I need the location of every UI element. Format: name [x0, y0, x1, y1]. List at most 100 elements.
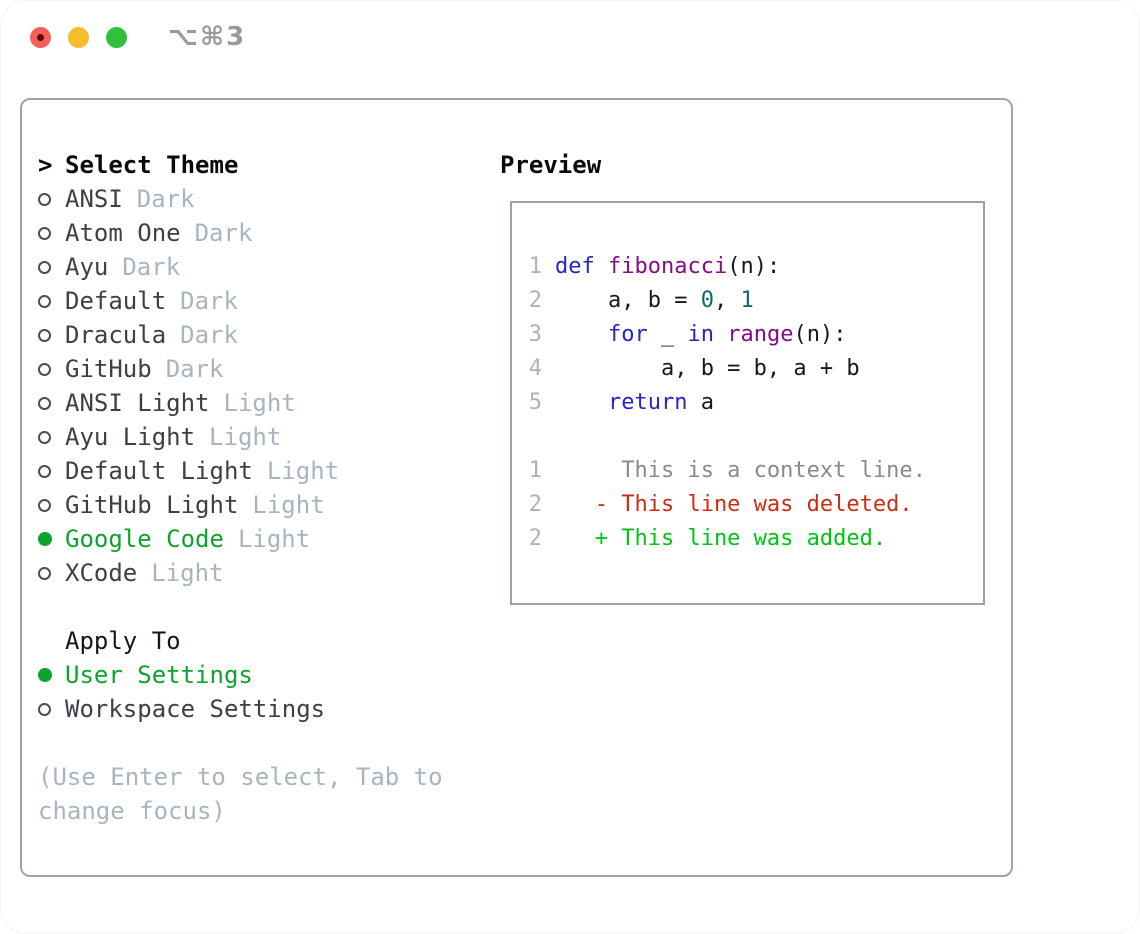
line-number: 4 [528, 356, 542, 381]
line-content: def fibonacci(n): [555, 254, 781, 279]
theme-item-label: Default Light [65, 457, 253, 485]
radio-icon [38, 192, 65, 206]
theme-item[interactable]: Default Dark [38, 284, 488, 318]
radio-icon [38, 328, 65, 342]
radio-icon [38, 294, 65, 308]
radio-icon [38, 464, 65, 478]
theme-item-variant: Light [266, 457, 340, 485]
theme-list-title: Select Theme [65, 151, 239, 179]
apply-to-item[interactable]: User Settings [38, 658, 488, 692]
keyboard-hint-line: change focus) [38, 797, 226, 825]
zoom-button[interactable] [106, 27, 127, 48]
line-content: + This line was added. [555, 526, 887, 551]
radio-icon [38, 702, 65, 716]
line-number: 1 [528, 458, 542, 483]
theme-item[interactable]: GitHub Dark [38, 352, 488, 386]
line-content: a, b = b, a + b [555, 356, 860, 381]
apply-to-item-label: Workspace Settings [65, 695, 326, 723]
code-line: 2 a, b = 0, 1 [528, 284, 983, 318]
line-number: 2 [528, 288, 542, 313]
preview-title: Preview [500, 151, 602, 179]
theme-item-label: ANSI Light [65, 389, 210, 417]
theme-item-label: XCode [65, 559, 138, 587]
radio-icon [38, 396, 65, 410]
apply-to-item[interactable]: Workspace Settings [38, 692, 488, 726]
apply-to-header-row: Apply To [38, 624, 488, 658]
theme-item-label: Default [65, 287, 167, 315]
code-line: 3 for _ in range(n): [528, 318, 983, 352]
radio-selected-icon [38, 668, 65, 682]
diff-preview: 1 This is a context line.2 - This line w… [528, 454, 983, 556]
theme-item-variant: Light [237, 525, 311, 553]
theme-item-label: Google Code [65, 525, 224, 553]
theme-item[interactable]: Dracula Dark [38, 318, 488, 352]
theme-item-variant: Light [252, 491, 325, 519]
line-content: This is a context line. [555, 458, 926, 483]
theme-item-variant: Light [223, 389, 296, 417]
radio-icon [38, 566, 65, 580]
theme-item-label: Dracula [65, 321, 167, 349]
line-content: - This line was deleted. [555, 492, 913, 517]
theme-item[interactable]: ANSI Light Light [38, 386, 488, 420]
theme-item-variant: Dark [165, 355, 224, 383]
theme-item[interactable]: Ayu Dark [38, 250, 488, 284]
theme-item[interactable]: XCode Light [38, 556, 488, 590]
theme-item-variant: Dark [194, 219, 253, 247]
theme-item-variant: Dark [180, 287, 238, 315]
line-content: a, b = 0, 1 [555, 288, 754, 313]
theme-item[interactable]: Google Code Light [38, 522, 488, 556]
keyboard-hint: (Use Enter to select, Tab to change focus… [38, 760, 488, 828]
theme-item[interactable]: Atom One Dark [38, 216, 488, 250]
theme-item-label: GitHub Light [65, 491, 239, 519]
cursor-marker: > [38, 151, 53, 179]
theme-item-variant: Light [209, 423, 282, 451]
window-title: ⌥⌘3 [168, 22, 247, 52]
code-line: 1 def fibonacci(n): [528, 250, 983, 284]
theme-item-label: Atom One [65, 219, 181, 247]
line-number: 1 [528, 254, 542, 279]
diff-line: 2 + This line was added. [528, 522, 983, 556]
line-content: return a [607, 390, 714, 415]
code-line: 4 a, b = b, a + b [528, 352, 983, 386]
radio-icon [38, 226, 65, 240]
diff-line: 2 - This line was deleted. [528, 488, 983, 522]
radio-selected-icon [38, 532, 65, 546]
theme-item-label: GitHub [65, 355, 152, 383]
theme-item[interactable]: Default Light Light [38, 454, 488, 488]
radio-icon [38, 430, 65, 444]
theme-item-variant: Light [151, 559, 224, 587]
diff-line: 1 This is a context line. [528, 454, 983, 488]
theme-item-label: Ayu Light [65, 423, 196, 451]
theme-item-variant: Dark [122, 253, 181, 281]
theme-item[interactable]: GitHub Light Light [38, 488, 488, 522]
line-number: 2 [528, 526, 542, 551]
radio-icon [38, 260, 65, 274]
theme-list-header: > Select Theme [38, 148, 488, 182]
apply-to-item-label: User Settings [65, 661, 253, 689]
line-content: for _ in range(n): [607, 322, 847, 347]
radio-icon [38, 362, 65, 376]
line-number: 5 [528, 390, 542, 415]
radio-icon [38, 498, 65, 512]
apply-to-title: Apply To [65, 627, 181, 655]
line-number: 3 [528, 322, 542, 347]
theme-item-label: Ayu [65, 253, 109, 281]
minimize-button[interactable] [68, 27, 89, 48]
keyboard-hint-line: (Use Enter to select, Tab to [38, 763, 443, 791]
theme-item-variant: Dark [180, 321, 238, 349]
theme-item-variant: Dark [136, 185, 195, 213]
close-button[interactable] [30, 27, 51, 48]
theme-item[interactable]: Ayu Light Light [38, 420, 488, 454]
code-line: 5 return a [528, 386, 983, 420]
line-number: 2 [528, 492, 542, 517]
